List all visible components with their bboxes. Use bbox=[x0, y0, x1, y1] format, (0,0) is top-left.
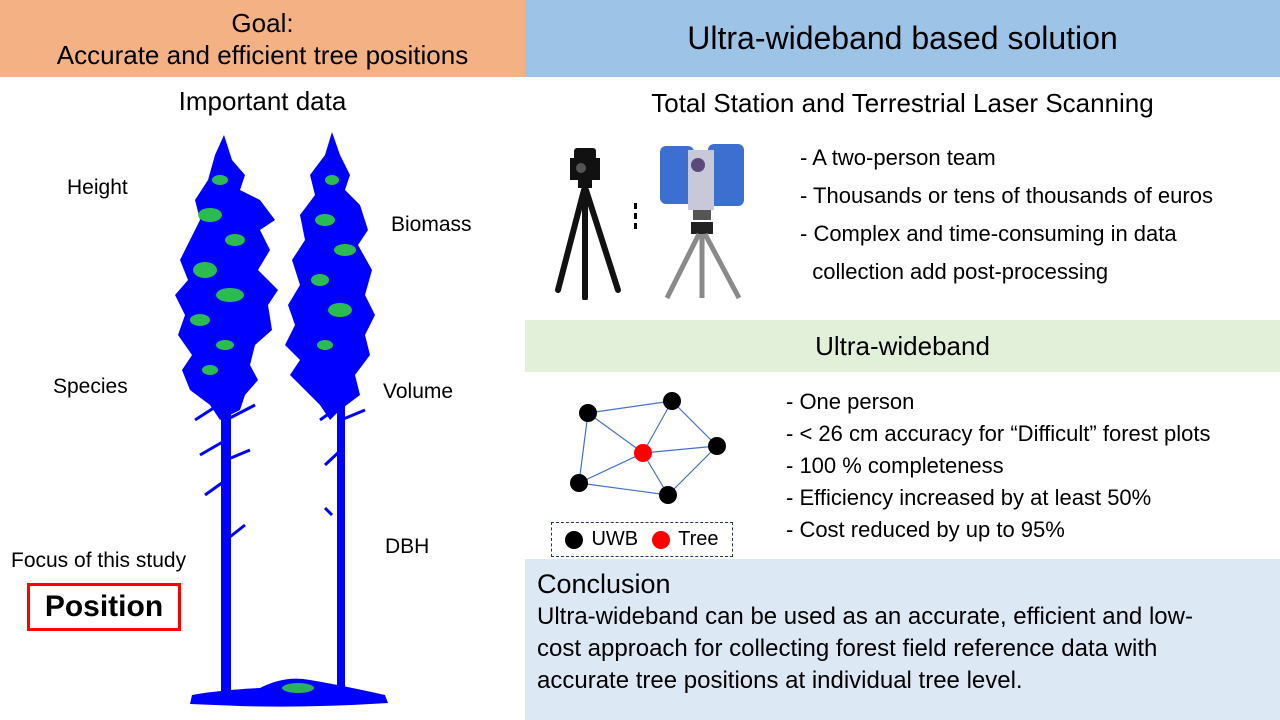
tree-right-foliage-highlights bbox=[311, 175, 356, 350]
uwb-legend-dot-icon bbox=[565, 530, 584, 549]
tree-left-foliage-highlights bbox=[190, 175, 245, 375]
focus-position-box: Position bbox=[27, 583, 181, 631]
attribute-biomass: Biomass bbox=[391, 213, 472, 236]
tree-left-branches bbox=[194, 398, 256, 542]
tree-right-crown bbox=[285, 132, 375, 420]
tree-right-point-cloud bbox=[285, 132, 375, 700]
tree-left-crown bbox=[175, 135, 278, 420]
uwb-bullet: - Efficiency increased by at least 50% bbox=[786, 485, 1152, 510]
separator-dashes bbox=[634, 203, 637, 233]
tree-right-trunk bbox=[337, 385, 345, 700]
uwb-bullet: - Cost reduced by up to 95% bbox=[786, 517, 1065, 542]
focus-position-text: Position bbox=[44, 590, 164, 623]
uwb-section-band: Ultra-wideband bbox=[525, 320, 1280, 372]
uwb-node bbox=[708, 437, 726, 455]
conclusion-title: Conclusion bbox=[537, 569, 671, 599]
conclusion-text: Ultra-wideband can be used as an accurat… bbox=[537, 601, 1268, 697]
tls-bullet: collection add post-processing bbox=[800, 259, 1109, 284]
laser-scanner-icon bbox=[660, 144, 744, 300]
uwb-bullet: - 100 % completeness bbox=[786, 453, 1004, 478]
tree-point-cloud-image bbox=[175, 132, 388, 707]
tree-node bbox=[634, 444, 652, 462]
uwb-node bbox=[570, 474, 588, 492]
tls-bullet-list: - A two-person team - Thousands or tens … bbox=[800, 139, 1213, 291]
ground-vegetation bbox=[282, 683, 314, 693]
attribute-volume: Volume bbox=[383, 380, 454, 403]
goal-banner: Goal: Accurate and efficient tree positi… bbox=[0, 0, 525, 77]
uwb-node bbox=[659, 486, 677, 504]
conclusion-line: cost approach for collecting forest fiel… bbox=[537, 635, 1158, 662]
ground-point-cloud bbox=[190, 678, 388, 707]
uwb-section-title: Ultra-wideband bbox=[815, 330, 990, 361]
goal-title: Goal: bbox=[231, 7, 294, 38]
conclusion-line: Ultra-wideband can be used as an accurat… bbox=[537, 603, 1193, 630]
conclusion-box: Conclusion Ultra-wideband can be used as… bbox=[525, 559, 1280, 720]
solution-banner: Ultra-wideband based solution bbox=[525, 0, 1280, 77]
tls-bullet: - A two-person team bbox=[800, 145, 996, 170]
solution-title: Ultra-wideband based solution bbox=[687, 20, 1118, 56]
uwb-node bbox=[663, 392, 681, 410]
uwb-bullet: - < 26 cm accuracy for “Difficult” fores… bbox=[786, 421, 1211, 446]
tree-right-branches bbox=[319, 403, 366, 517]
important-data-heading: Important data bbox=[178, 86, 347, 116]
tree-legend-dot-icon bbox=[652, 530, 671, 549]
uwb-bullet: - One person bbox=[786, 389, 915, 414]
tls-bullet: - Thousands or tens of thousands of euro… bbox=[800, 183, 1213, 208]
attribute-species: Species bbox=[53, 375, 128, 398]
goal-text: Accurate and efficient tree positions bbox=[56, 39, 469, 70]
tls-bullet: - Complex and time-consuming in data bbox=[800, 221, 1177, 246]
tree-left-point-cloud bbox=[175, 135, 278, 700]
uwb-network-diagram bbox=[570, 392, 726, 504]
legend-label-uwb: UWB bbox=[591, 528, 639, 550]
focus-label: Focus of this study bbox=[11, 549, 187, 572]
attribute-dbh: DBH bbox=[385, 535, 430, 558]
conclusion-line: accurate tree positions at individual tr… bbox=[537, 667, 1023, 694]
uwb-bullet-list: - One person - < 26 cm accuracy for “Dif… bbox=[786, 386, 1210, 546]
uwb-node bbox=[579, 404, 597, 422]
total-station-icon bbox=[555, 148, 621, 300]
attribute-height: Height bbox=[67, 176, 128, 199]
network-legend: UWB Tree bbox=[551, 522, 733, 557]
tls-section-title: Total Station and Terrestrial Laser Scan… bbox=[651, 88, 1154, 118]
legend-label-tree: Tree bbox=[678, 528, 719, 550]
